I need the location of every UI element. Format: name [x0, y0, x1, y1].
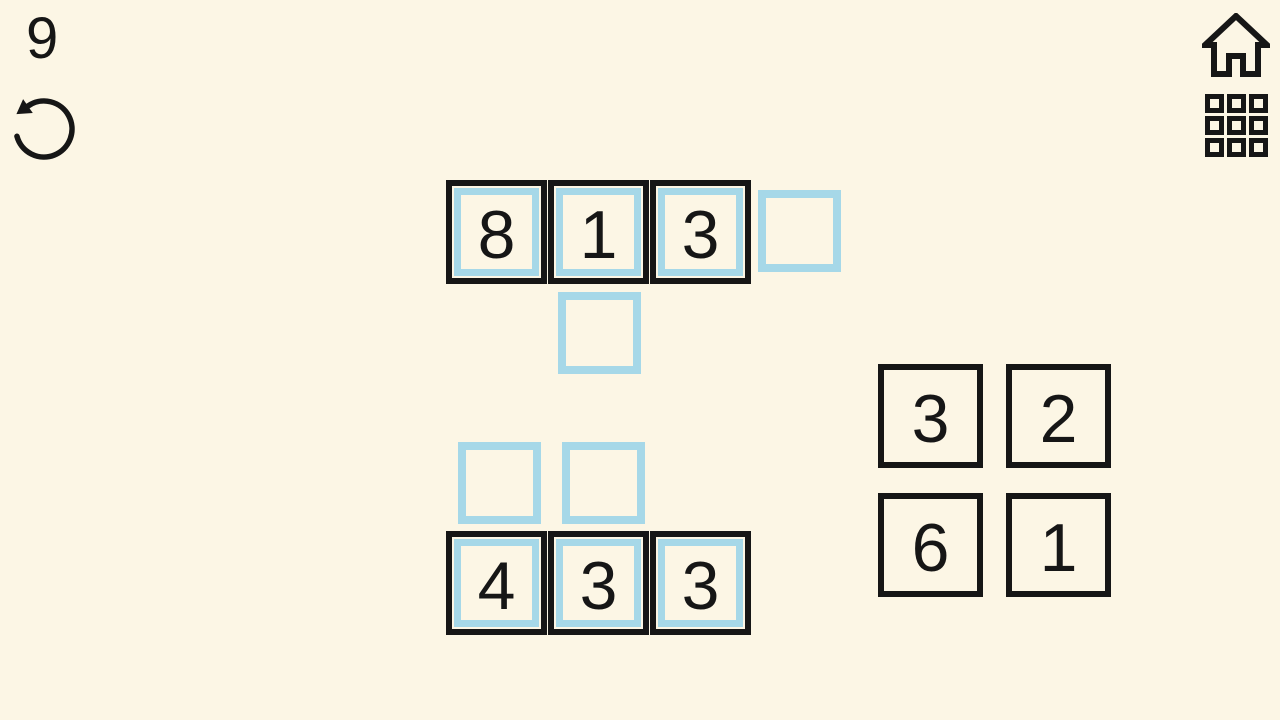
number-piece-top[interactable]: 8 1 3 [446, 180, 751, 284]
undo-icon [14, 98, 75, 160]
piece-cell: 4 [446, 531, 547, 635]
tray-tile-bottom-right[interactable]: 1 [1006, 493, 1111, 597]
cell-number: 8 [477, 197, 516, 273]
piece-cell: 3 [650, 180, 751, 284]
level-number: 9 [26, 6, 59, 71]
cell-number: 3 [681, 197, 720, 273]
tray-tile-top-left[interactable]: 3 [878, 364, 983, 468]
tile-number: 1 [1039, 510, 1078, 586]
undo-button[interactable] [9, 87, 79, 163]
home-button[interactable] [1202, 13, 1270, 77]
empty-slot-bottom-left[interactable] [458, 442, 541, 524]
cell-number: 3 [579, 548, 618, 624]
tile-number: 6 [911, 510, 950, 586]
tray-tile-top-right[interactable]: 2 [1006, 364, 1111, 468]
number-piece-bottom[interactable]: 4 3 3 [446, 531, 751, 635]
piece-cell: 1 [548, 180, 649, 284]
placed-tile: 8 [454, 188, 539, 276]
placed-tile: 3 [556, 539, 641, 627]
piece-cell: 3 [548, 531, 649, 635]
home-icon [1202, 13, 1270, 77]
tile-number: 2 [1039, 381, 1078, 457]
empty-slot-bottom-mid[interactable] [562, 442, 645, 524]
piece-cell: 8 [446, 180, 547, 284]
cell-number: 4 [477, 548, 516, 624]
empty-slot-top-below[interactable] [558, 292, 641, 374]
placed-tile: 3 [658, 188, 743, 276]
piece-cell: 3 [650, 531, 751, 635]
tray-tile-bottom-left[interactable]: 6 [878, 493, 983, 597]
placed-tile: 4 [454, 539, 539, 627]
grid-icon [1205, 94, 1268, 157]
cell-number: 3 [681, 548, 720, 624]
cell-number: 1 [579, 197, 618, 273]
placed-tile: 1 [556, 188, 641, 276]
tile-number: 3 [911, 381, 950, 457]
empty-slot-top-right[interactable] [758, 190, 841, 272]
levels-grid-button[interactable] [1205, 94, 1268, 157]
placed-tile: 3 [658, 539, 743, 627]
